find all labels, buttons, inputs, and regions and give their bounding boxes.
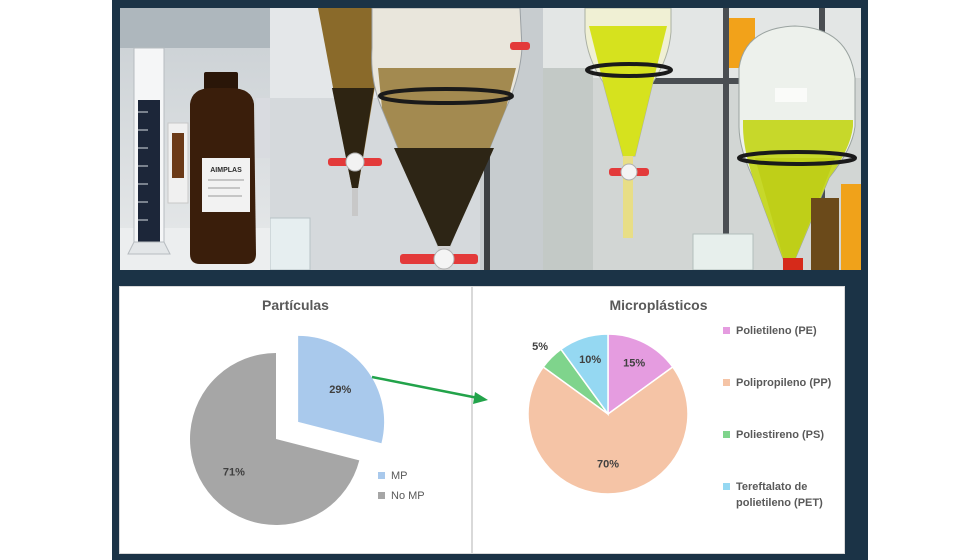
pie-slice-no-mp [190,353,360,525]
data-label-mp: 29% [329,384,351,396]
legend-label-mp: MP [391,470,408,482]
data-label-no-mp: 71% [223,467,245,479]
chart-panel-particulas: Partículas 29% 71% MP No MP [119,286,472,554]
pie-slice-tereftalato-de-polietileno-pet [559,333,609,417]
legend-swatch-no-mp [378,492,385,499]
photo-cylinder-bottle: AIMPLAS [120,8,270,270]
pie-slice-polipropileno-pp [527,365,689,495]
pie-chart-microplasticos: 15% 70% 5% 10% Polietileno (PE) Polipropileno… [527,325,832,509]
legend-swatch-tereftalato-de-polietileno-pet [723,483,730,490]
data-label-poliestireno-ps: 5% [532,341,548,353]
legend-swatch-polietileno-pe [723,327,730,334]
data-label-tereftalato-de-polietileno-pet: 10% [579,354,601,366]
pie-slice-polietileno-pe [607,333,674,416]
legend-label-no-mp: No MP [391,490,425,502]
bottle-label-text: AIMPLAS [210,167,242,174]
legend-swatch-mp [378,472,385,479]
legend-label-polietileno-pe: Polietileno (PE) [736,325,817,337]
chart-title-microplasticos: Microplásticos [609,297,708,313]
legend-label-poliestireno-ps: Poliestireno (PS) [736,429,824,441]
pie-chart-particulas: 29% 71% MP No MP [190,335,425,525]
legend-swatch-poliestireno-ps [723,431,730,438]
pie-slice-mp [298,335,385,444]
data-label-polietileno-pe: 15% [623,358,645,370]
data-label-polipropileno-pp: 70% [597,459,619,471]
chart-title-particulas: Partículas [262,297,329,313]
legend-label-polipropileno-pp: Polipropileno (PP) [736,377,832,389]
photo-brown-funnels [270,8,543,270]
photo-yellow-funnels [543,8,861,270]
chart-panel-microplasticos: Microplásticos 15% 70% 5% 10% Polietileno (P… [472,286,845,554]
legend-swatch-polipropileno-pp [723,379,730,386]
